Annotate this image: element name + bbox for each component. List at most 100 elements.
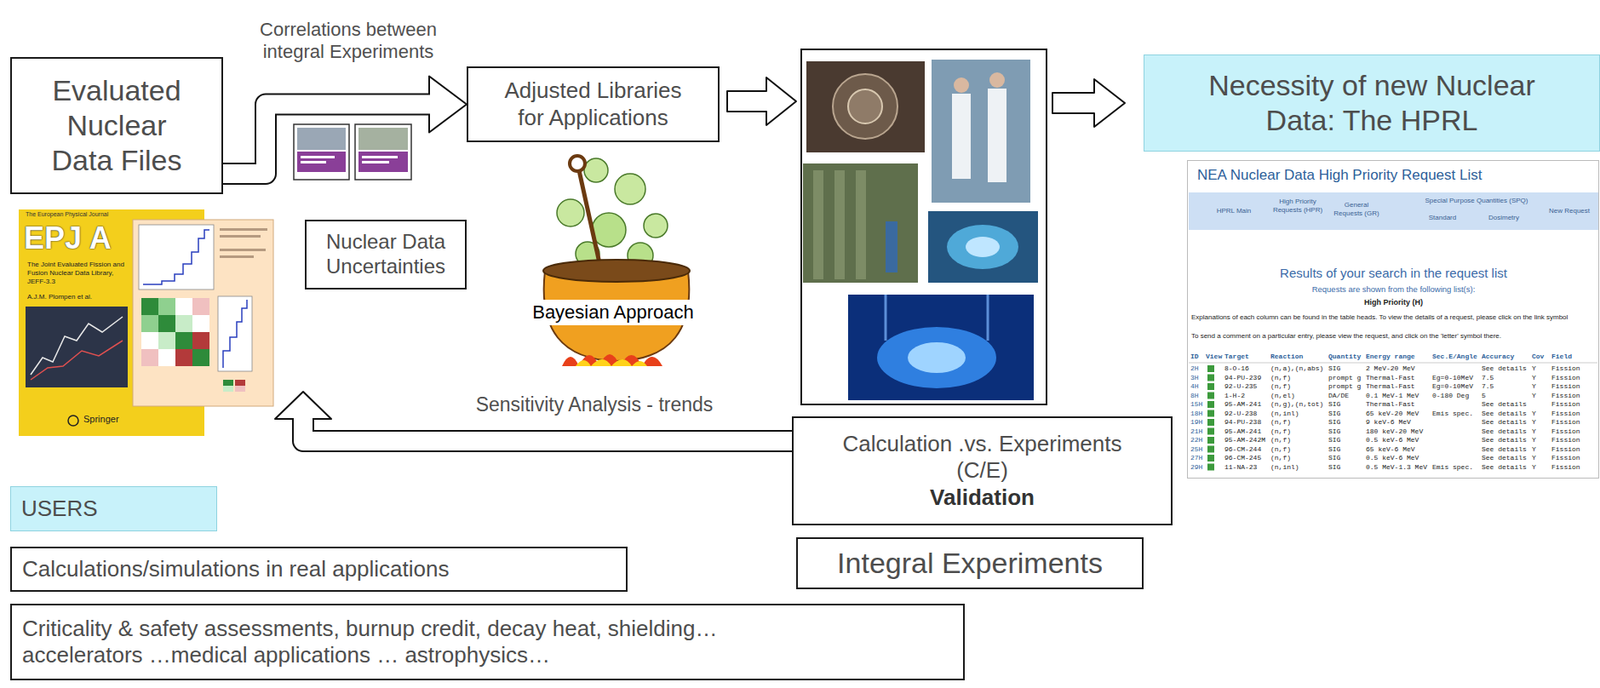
covariance-figure [158,332,176,350]
cauldron-illustration [569,155,585,172]
covariance-figure [132,219,274,407]
table-cell: See details [1481,400,1527,409]
photo-panel [801,49,1047,405]
table-cell: Fission [1551,418,1581,427]
table-cell: SIG [1328,400,1341,409]
group-box: USERS [10,486,218,532]
box-text: Calculation .vs. Experiments (C/E) [827,430,1137,484]
box-text: Integral Experiments [837,545,1103,581]
table-cell: Y [1531,391,1537,401]
box-subtext: Validation [929,484,1035,511]
tab-label: Standard [1421,213,1464,223]
table-cell: See details [1481,453,1527,463]
photo-panel [855,170,866,280]
table-cell: See details [1481,427,1527,436]
photo-panel [848,294,1034,401]
tab-label: Dosimetry [1482,213,1526,223]
covariance-figure [192,332,210,350]
covariance-figure [138,224,214,290]
table-cell: 9 keV-6 MeV [1365,418,1411,427]
table-cell: Y [1531,453,1537,463]
box-text: Nuclear Data Uncertainties [318,229,454,280]
photo-panel [848,89,883,124]
box-text: Evaluated Nuclear Data Files [37,73,196,178]
table-cell: 5 [1481,391,1486,401]
photo-panel [813,170,824,280]
covariance-figure [158,349,176,367]
screenshot-panel [1188,192,1599,230]
cauldron-illustration [556,199,585,227]
table-cell: Fission [1551,427,1581,436]
photo-panel [885,221,898,273]
covariance-figure [219,255,254,259]
block-arrow [1052,79,1125,127]
table-cell: (n,g),(n,tot) [1270,400,1324,409]
table-header: ID [1190,352,1199,362]
report-thumbnail [293,124,350,180]
table-cell: See details [1481,409,1527,419]
photo-panel [806,61,925,153]
cauldron-illustration [579,170,602,271]
report-thumbnail [300,160,327,164]
covariance-figure [175,315,193,333]
covariance-figure [235,385,246,392]
highlight-box: Necessity of new Nuclear Data: The HPRL [1143,54,1600,152]
tab-label: New Request [1544,206,1595,216]
table-cell: Fission [1551,373,1581,383]
table-cell: 25H [1190,445,1203,454]
table-header: Field [1551,352,1572,362]
covariance-figure [143,229,210,285]
table-cell: 15H [1190,400,1203,409]
photo-panel [907,342,966,373]
covariance-figure [175,298,193,316]
photo-panel [989,72,1005,88]
covariance-figure [141,332,159,350]
table-cell: Y [1531,463,1537,472]
table-header: Accuracy [1481,352,1514,362]
screenshot-panel [1188,362,1598,364]
table-cell: Y [1531,409,1537,419]
table-cell: 7.5 [1481,382,1494,391]
table-cell: Fission [1551,409,1581,419]
table-cell: SIG [1328,409,1341,419]
table-cell: Fission [1551,400,1581,409]
table-cell: 65 keV-20 MeV [1365,409,1419,419]
photo-panel [987,88,1007,183]
covariance-figure [141,298,159,316]
box-text: Necessity of new Nuclear Data: The HPRL [1178,68,1566,138]
table-cell: Emis spec. [1432,463,1474,472]
table-cell: 21H [1190,427,1203,436]
table-cell: SIG [1328,463,1341,472]
tab-label: General Requests (GR) [1330,200,1383,218]
covariance-figure [219,228,268,231]
table-cell: See details [1481,364,1527,373]
page-title: NEA Nuclear Data High Priority Request L… [1197,166,1594,184]
table-cell: 96-CM-244 [1224,445,1262,454]
table-cell: 0.5 keV-6 MeV [1365,453,1419,463]
table-cell: 95-AM-242M [1224,435,1266,445]
journal-name: The European Physical Journal [25,211,196,218]
arrow-head [429,76,467,133]
table-cell: Eg=0-10MeV [1432,373,1474,383]
cauldron-illustration [543,259,690,282]
photo-panel [965,236,1000,258]
covariance-figure [175,332,193,350]
table-cell: prompt g [1328,373,1361,383]
screenshot-panel [1207,428,1215,436]
covariance-figure [132,219,274,407]
photo-panel [802,163,918,283]
covariance-figure [141,315,159,333]
covariance-figure [192,349,210,367]
cauldron-illustration [543,155,690,367]
covariance-figure [158,298,176,316]
report-thumbnail [297,127,346,150]
photo-panel [884,294,888,341]
screenshot-panel [1207,464,1215,471]
table-header: Sec.E/Angle [1432,352,1478,362]
table-cell: (n,a),(n,abs) [1270,364,1324,373]
cauldron-illustration [643,213,668,238]
table-cell: 8H [1190,391,1199,401]
table-cell: Fission [1551,391,1581,401]
section-heading: Results of your search in the request li… [1195,265,1592,282]
report-thumbnail [358,127,408,150]
